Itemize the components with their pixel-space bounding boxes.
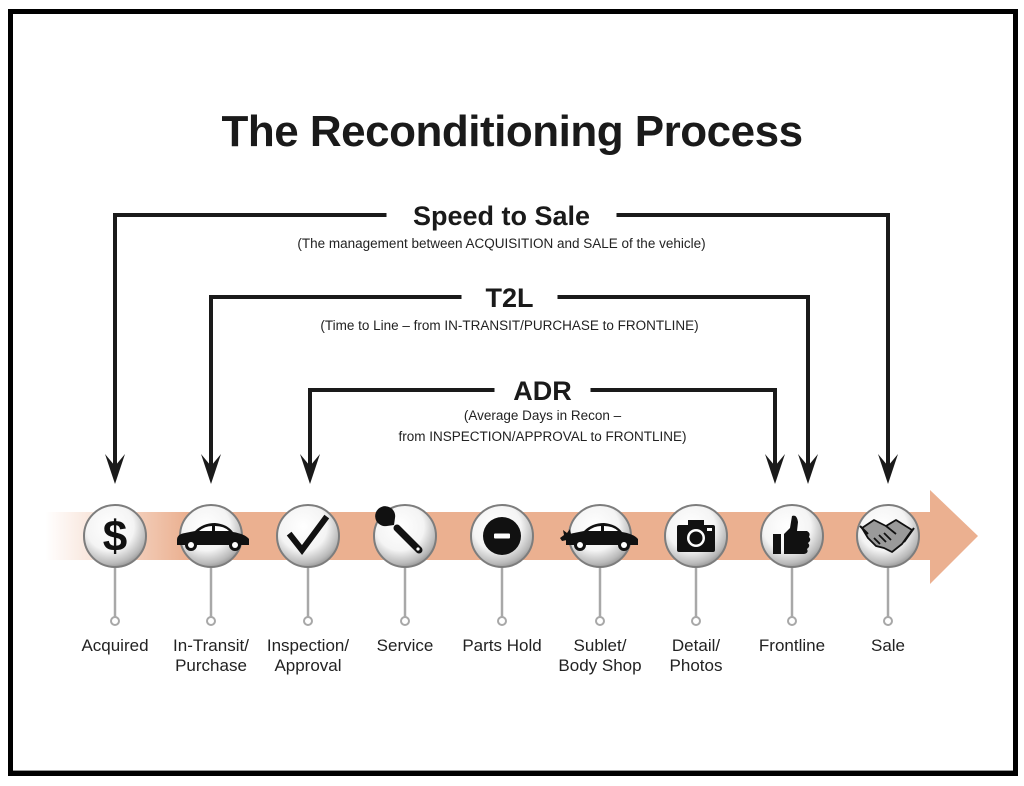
stage-label: Approval <box>274 656 341 675</box>
stage-stem-dot <box>595 616 605 626</box>
stage-acquired: $ Acquired <box>81 504 149 655</box>
thumbs-up-icon <box>773 515 811 554</box>
stage-detail-photos: Detail/Photos <box>664 504 728 675</box>
stage-parts-hold: Parts Hold <box>462 504 542 655</box>
stage-stem-dot <box>497 616 507 626</box>
crashed-car-icon <box>560 523 638 551</box>
bracket-t2l: T2L (Time to Line – from IN-TRANSIT/PURCH… <box>201 283 818 484</box>
stage-label: Sublet/ <box>574 636 627 655</box>
stage-stem-dot <box>787 616 797 626</box>
stage-stem-dot <box>691 616 701 626</box>
stage-stem-dot <box>303 616 313 626</box>
bracket-line-right <box>590 388 777 466</box>
stage-label: Photos <box>670 656 723 675</box>
stage-bubble <box>83 504 147 568</box>
stage-inspection-approval: Inspection/Approval <box>267 504 349 675</box>
bracket-name: Speed to Sale <box>413 201 590 231</box>
stage-service: Service <box>373 504 437 655</box>
bracket-name: T2L <box>485 283 533 313</box>
bracket-description: (The management between ACQUISITION and … <box>297 236 705 251</box>
stage-stem-dot <box>883 616 893 626</box>
stage-label: In-Transit/ <box>173 636 249 655</box>
diagram-frame <box>8 9 1018 776</box>
stage-label: Purchase <box>175 656 247 675</box>
stage-label: Detail/ <box>672 636 720 655</box>
stage-label: Body Shop <box>558 656 641 675</box>
arrow-down-icon-end <box>798 454 818 484</box>
arrow-down-icon-end <box>878 454 898 484</box>
stage-label: Acquired <box>81 636 148 655</box>
arrow-down-icon-start <box>201 454 221 484</box>
car-icon <box>177 523 249 551</box>
bracket-description: (Average Days in Recon – <box>464 408 622 423</box>
arrow-down-icon-end <box>765 454 785 484</box>
wrench-icon <box>375 506 423 554</box>
checkmark-icon <box>286 514 330 555</box>
bracket-name: ADR <box>513 376 572 406</box>
bracket-line-right <box>557 295 810 466</box>
stage-bubble <box>276 504 340 568</box>
stage-in-transit-purchase: In-Transit/Purchase <box>173 504 249 675</box>
bracket-adr: ADR (Average Days in Recon – from INSPECTI… <box>300 376 785 484</box>
minus-circle-icon <box>483 517 521 555</box>
diagram-title: The Reconditioning Process <box>221 107 802 156</box>
metric-brackets: Speed to Sale (The management between ACQ… <box>105 201 898 484</box>
bracket-line-left <box>209 295 462 466</box>
stage-stem-dot <box>400 616 410 626</box>
handshake-icon <box>859 519 915 553</box>
arrow-down-icon-start <box>105 454 125 484</box>
stage-label: Frontline <box>759 636 825 655</box>
bracket-line-right <box>616 213 890 466</box>
bracket-description: from INSPECTION/APPROVAL to FRONTLINE) <box>398 429 686 444</box>
stage-label: Sale <box>871 636 905 655</box>
stage-stem-dot <box>110 616 120 626</box>
process-arrow-head <box>930 490 978 584</box>
camera-icon <box>677 520 715 552</box>
stage-label: Service <box>377 636 434 655</box>
arrow-down-icon-start <box>300 454 320 484</box>
stage-sale: Sale <box>856 504 920 655</box>
stage-stem-dot <box>206 616 216 626</box>
bracket-description: (Time to Line – from IN-TRANSIT/PURCHASE… <box>320 318 698 333</box>
bracket-line-left <box>113 213 387 466</box>
stage-label: Inspection/ <box>267 636 349 655</box>
stage-sublet-body-shop: Sublet/Body Shop <box>558 504 642 675</box>
svg-text:$: $ <box>103 512 127 561</box>
stage-frontline: Frontline <box>759 504 825 655</box>
bracket-line-left <box>308 388 495 466</box>
bracket-speed-to-sale: Speed to Sale (The management between ACQ… <box>105 201 898 484</box>
dollar-icon: $ <box>103 512 127 561</box>
stage-label: Parts Hold <box>462 636 541 655</box>
